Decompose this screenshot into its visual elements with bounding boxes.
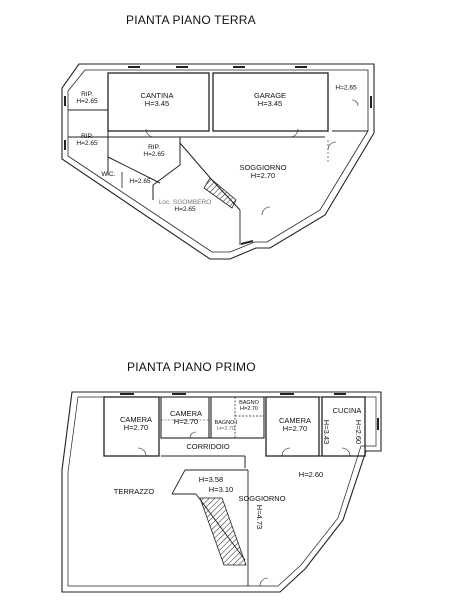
height-label-soggiorno-a: H=2.60 — [298, 470, 324, 480]
first-outer-wall-inner — [67, 396, 377, 587]
first-stairs — [199, 497, 247, 566]
ground-floor-title: PIANTA PIANO TERRA — [126, 13, 256, 27]
ground-floor-plan — [61, 63, 375, 260]
ground-stairs — [203, 177, 237, 209]
room-label-cucina: CUCINA — [332, 406, 362, 416]
garage-room — [212, 72, 329, 132]
room-label-terrazzo: TERRAZZO — [113, 487, 155, 497]
room-label-rip2: RIP.H=2.65 — [76, 133, 98, 147]
room-label-rip3: RIP.H=2.65 — [143, 144, 165, 158]
height-label-soggiorno-d: H=4.73 — [254, 504, 264, 530]
height-label-soggiorno-b: H=3.58 — [198, 475, 224, 485]
room-label-cucina-side-height: H=3.43 — [321, 419, 331, 445]
room-label-soggiorno-first: SOGGIORNO — [238, 494, 286, 504]
first-floor-plan — [61, 391, 382, 593]
room-label-cucina-height: H=2.60 — [353, 419, 363, 445]
room-label-wc: W.C.H=2.65 — [101, 171, 151, 185]
cantina-room — [107, 72, 210, 132]
room-label-rip1: RIP.H=2.65 — [76, 91, 98, 105]
camera1-room — [103, 396, 160, 457]
ground-outer-wall-inner — [67, 69, 369, 253]
room-label-corridoio: CORRIDOIO — [186, 442, 230, 452]
cucina-room — [321, 396, 366, 457]
first-floor-title: PIANTA PIANO PRIMO — [127, 360, 256, 374]
height-label-soggiorno-c: H=3.10 — [208, 485, 234, 495]
ground-outer-wall — [61, 63, 375, 260]
first-outer-wall — [61, 391, 382, 593]
room-label-east: H=2.65 — [335, 84, 357, 92]
